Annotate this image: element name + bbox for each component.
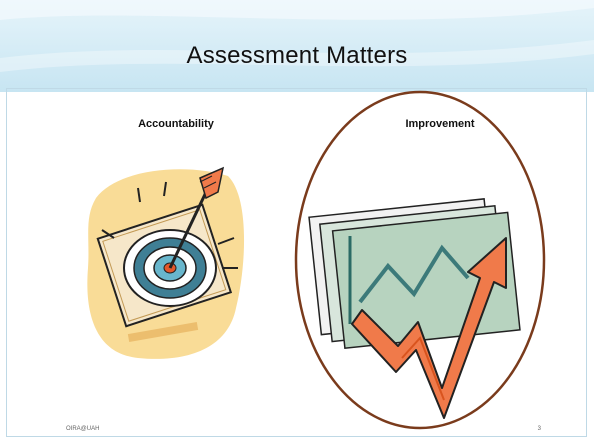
target-with-arrow-icon (87, 166, 245, 359)
heading-accountability: Accountability (138, 118, 214, 130)
rising-chart-arrow-icon (294, 90, 546, 430)
footer-source: OIRA@UAH (66, 426, 100, 432)
header-banner (0, 0, 594, 92)
slide-title: Assessment Matters (186, 42, 408, 69)
content-frame (6, 88, 587, 437)
slide-number: 3 (537, 426, 541, 432)
heading-improvement: Improvement (405, 118, 475, 130)
